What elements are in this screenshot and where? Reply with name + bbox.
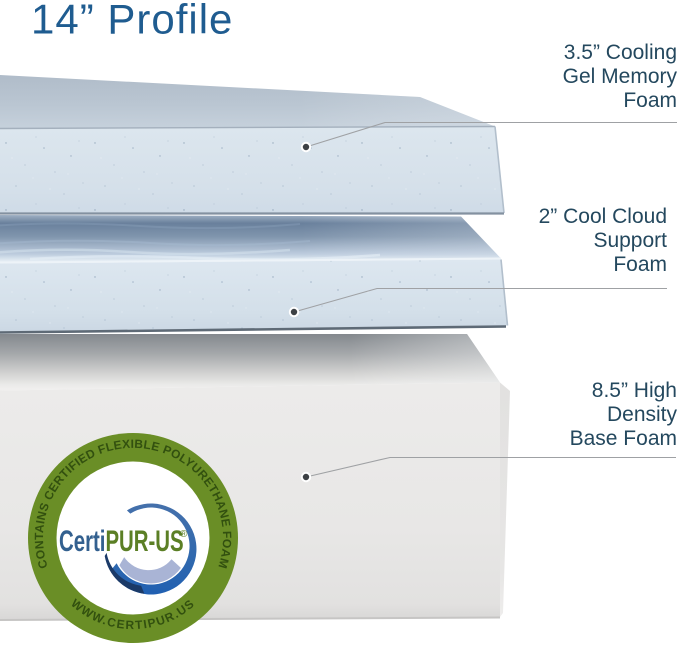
svg-text:8.5” High: 8.5” High — [592, 379, 677, 402]
svg-text:Base Foam: Base Foam — [570, 427, 677, 450]
svg-text:®: ® — [180, 529, 188, 540]
svg-text:Density: Density — [607, 403, 678, 426]
svg-text:2” Cool Cloud: 2” Cool Cloud — [539, 205, 667, 228]
svg-text:CertiPUR-US: CertiPUR-US — [59, 525, 184, 558]
svg-text:Foam: Foam — [623, 89, 677, 112]
svg-text:3.5” Cooling: 3.5” Cooling — [564, 41, 677, 64]
svg-text:Foam: Foam — [613, 253, 667, 276]
svg-text:Support: Support — [593, 229, 667, 252]
svg-text:Gel Memory: Gel Memory — [563, 65, 678, 88]
svg-text:14” Profile: 14” Profile — [31, 0, 233, 43]
